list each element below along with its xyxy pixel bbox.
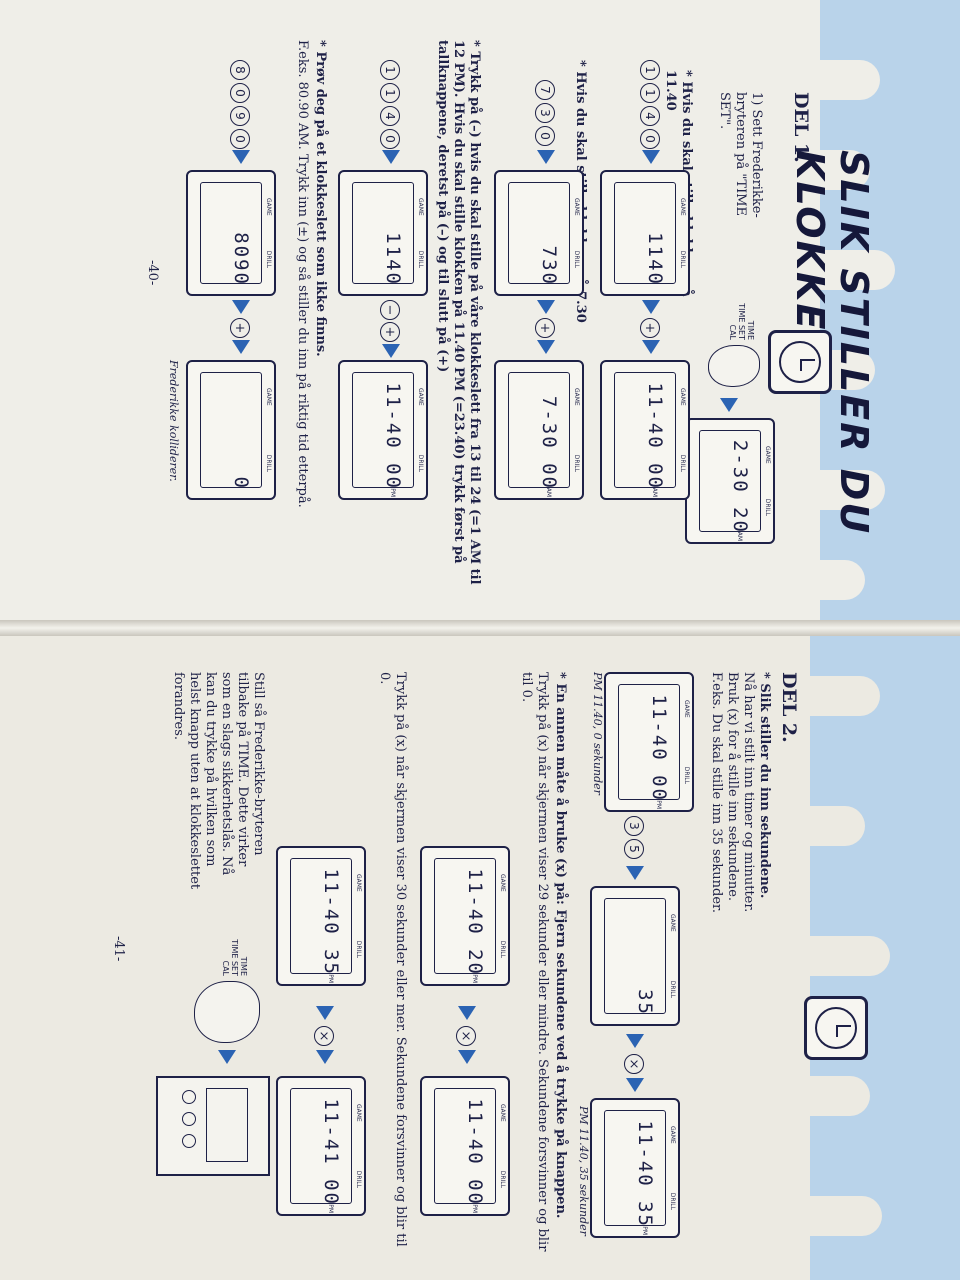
arrow-icon: [537, 340, 555, 354]
key-8: 8: [230, 60, 250, 80]
caption-b: PM 11.40, 35 sekunder: [577, 1106, 590, 1236]
key-7: 7: [535, 80, 555, 100]
arrow-icon: [537, 300, 555, 314]
arrow-icon: [382, 344, 400, 358]
key-4: 4: [640, 106, 660, 126]
arrow-icon: [232, 300, 250, 314]
arrow-icon: [642, 300, 660, 314]
x-key-icon: ×: [314, 1026, 334, 1046]
key-1b: 1: [640, 83, 660, 103]
key-1b: 1: [380, 83, 400, 103]
clock-icon: [768, 330, 832, 394]
page-number: -41-: [111, 936, 126, 961]
arrow-icon: [232, 150, 250, 164]
time-set-switch-label: TIME TIME SET CAL: [221, 936, 248, 976]
section-heading: DEL 1.: [790, 92, 812, 163]
page-number: -40-: [145, 260, 160, 285]
plus-key-icon: +: [380, 322, 400, 342]
key-0b: 0: [230, 129, 250, 149]
keypad-row-1: 1 1 4 0: [640, 60, 660, 149]
frederikke-figure: [194, 981, 260, 1043]
time-set-switch-label: TIME TIME SET CAL: [728, 300, 755, 340]
caption-collision: Frederikke kolliderer.: [167, 360, 180, 482]
key-3: 3: [535, 103, 555, 123]
arrow-icon: [642, 340, 660, 354]
arrow-icon: [626, 1078, 644, 1092]
keypad-row-4: 8 0 9 0: [230, 60, 250, 149]
x-key-icon: ×: [624, 1054, 644, 1074]
arrow-icon: [316, 1050, 334, 1064]
arrow-icon: [458, 1050, 476, 1064]
plus-key-icon: +: [535, 318, 555, 338]
key-0: 0: [535, 126, 555, 146]
arrow-icon: [218, 1050, 236, 1064]
header-band: [810, 636, 960, 1280]
line-3: Bruk (x) for å stille inn sekundene.: [724, 672, 740, 972]
key-1: 1: [380, 60, 400, 80]
arrow-icon: [642, 150, 660, 164]
keypad-row-3: 1 1 4 0: [380, 60, 400, 149]
key-0: 0: [230, 83, 250, 103]
clock-icon: [804, 996, 868, 1060]
more-text: Trykk på (x) når skjermen viser 30 sekun…: [376, 672, 408, 1252]
final-text: Still så Frederikke-bryteren tilbake på …: [170, 672, 266, 892]
line-1: * Slik stiller du inn sekundene.: [756, 672, 772, 972]
note-24h: * Trykk på (–) hvis du skal stille på vå…: [434, 40, 482, 600]
frederikke-figure: [708, 345, 760, 387]
arrow-icon: [316, 1006, 334, 1020]
key-1: 1: [640, 60, 660, 80]
alt-text: Trykk på (x) når skjermen viser 29 sekun…: [518, 672, 550, 1252]
arrow-icon: [626, 1034, 644, 1048]
arrow-icon: [537, 150, 555, 164]
keypad-row-2: 7 3 0: [535, 80, 555, 146]
key-9: 9: [230, 106, 250, 126]
minus-key-icon: −: [380, 300, 400, 320]
note-invalid: * Prøv deg på et klokkeslett som ikke fi…: [312, 40, 328, 540]
plus-key-icon: +: [640, 318, 660, 338]
key-4: 4: [380, 106, 400, 126]
book-spine: [0, 620, 960, 636]
note-invalid-2: F.eks. 80.90 AM. Trykk inn (±) og så sti…: [294, 40, 310, 600]
page-40: SLIK STILLER DU KLOKKEN DEL 1. 1) Sett F…: [0, 0, 960, 620]
key-3: 3: [624, 816, 644, 836]
key-5: 5: [624, 839, 644, 859]
section-heading-2: DEL 2.: [778, 672, 800, 743]
arrow-icon: [720, 398, 738, 412]
x-key-icon: ×: [456, 1026, 476, 1046]
plus-key-icon: +: [230, 318, 250, 338]
key-0: 0: [380, 129, 400, 149]
caption-a: PM 11.40, 0 sekunder: [591, 672, 604, 795]
arrow-icon: [458, 1006, 476, 1020]
line-4: F.eks. Du skal stille inn 35 sekunder.: [708, 672, 724, 972]
arrow-icon: [382, 150, 400, 164]
line-2: Nå har vi stilt inn timer og minutter.: [740, 672, 756, 972]
arrow-icon: [232, 340, 250, 354]
page-41: DEL 2. * Slik stiller du inn sekundene. …: [0, 636, 960, 1280]
keypad-35: 3 5: [624, 816, 644, 859]
arrow-icon: [626, 866, 644, 880]
step-1-text: 1) Sett Frederikke-bryteren på "TIME SET…: [716, 92, 764, 222]
alt-heading: * En annen måte å bruke (x) på: Fjern se…: [552, 672, 568, 1252]
oven-illustration: [156, 1076, 270, 1176]
key-0: 0: [640, 129, 660, 149]
